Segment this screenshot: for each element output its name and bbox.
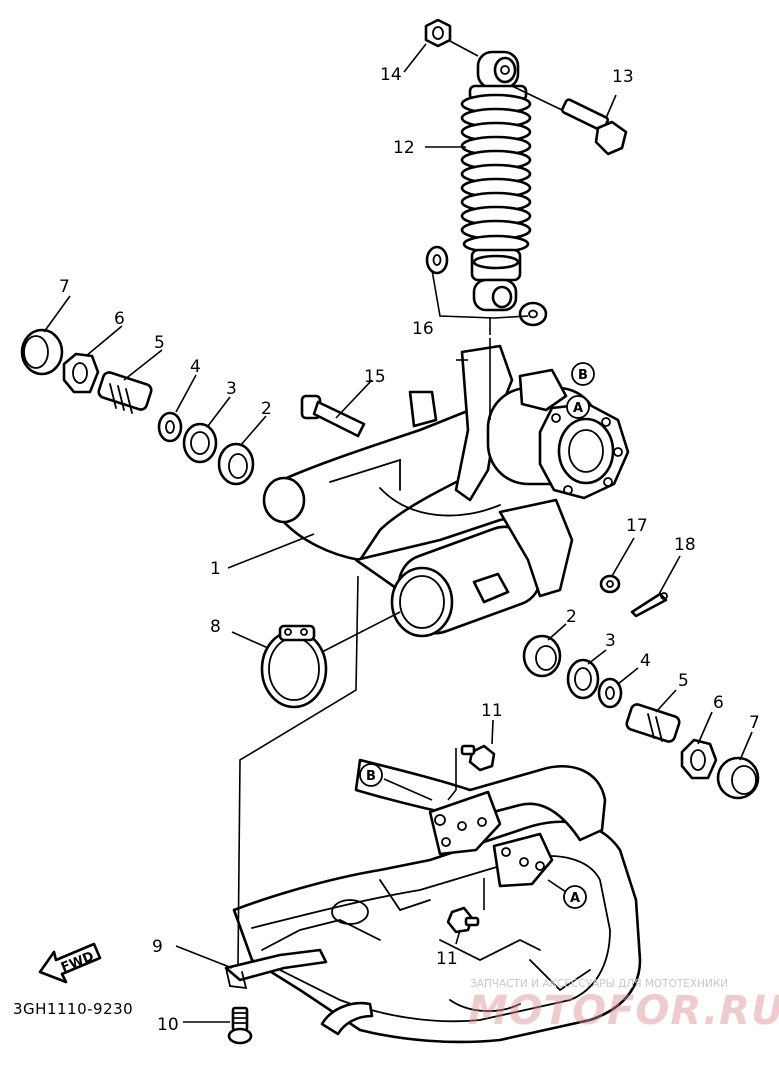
bolt-13: [560, 98, 628, 156]
ref-marker-b-upper: B: [571, 362, 595, 386]
callout-15: 15: [364, 367, 386, 387]
callout-4-right: 4: [640, 651, 651, 671]
washer-17: [599, 574, 621, 594]
nut-6-right: [680, 738, 718, 780]
rear-shock-absorber: [460, 50, 532, 312]
watermark-brand: MOTOFOR.RU: [468, 988, 779, 1034]
bolt-10: [227, 1006, 253, 1045]
callout-6-left: 6: [114, 309, 125, 329]
callout-12: 12: [393, 138, 415, 158]
ref-marker-b-lower: B: [359, 763, 383, 787]
bearing-2-left: [217, 442, 255, 486]
callout-7-left: 7: [59, 277, 70, 297]
callout-8: 8: [210, 617, 221, 637]
shock-spring: [460, 93, 532, 254]
cap-7-right: [716, 756, 760, 800]
ref-marker-a-upper: A: [566, 395, 590, 419]
callout-18: 18: [674, 535, 696, 555]
callout-2-left: 2: [261, 399, 272, 419]
callout-11-lower: 11: [436, 949, 458, 969]
cap-7-left: [20, 328, 64, 376]
oil-seal-3-left: [182, 422, 218, 464]
callout-labels: 7 6 5 4 3 2 1 8 15 12 14 13 16 17 18 2 3…: [59, 65, 760, 1035]
nut-14: [424, 18, 452, 48]
leader-lines: [43, 39, 753, 1023]
callout-3-right: 3: [605, 631, 616, 651]
washer-16-left: [425, 245, 449, 275]
svg-text:B: B: [578, 368, 588, 383]
washer-4-left: [157, 411, 183, 443]
callout-14: 14: [380, 65, 402, 85]
callout-7-right: 7: [749, 713, 760, 733]
nut-6-left: [62, 352, 100, 394]
fwd-arrow-icon: FWD: [38, 942, 102, 984]
pivot-shaft-5-left: [97, 371, 153, 414]
svg-text:A: A: [573, 401, 583, 416]
bolt-11-lower: [446, 906, 480, 934]
svg-text:B: B: [366, 769, 376, 784]
diagram-code: 3GH1110-9230: [13, 1000, 134, 1018]
cotter-pin-18: [630, 592, 668, 618]
washer-16-right: [518, 301, 548, 327]
callout-10: 10: [157, 1015, 179, 1035]
callout-11-upper: 11: [481, 701, 503, 721]
bolt-15: [300, 394, 366, 438]
callout-6-right: 6: [713, 693, 724, 713]
bolt-11-upper: [460, 744, 496, 772]
callout-3-left: 3: [226, 379, 237, 399]
callout-2-right: 2: [566, 607, 577, 627]
callout-5-right: 5: [678, 671, 689, 691]
clamp-band-8: [260, 624, 328, 709]
frame-guard: [224, 758, 642, 1044]
callout-17: 17: [626, 516, 648, 536]
callout-16: 16: [412, 319, 434, 339]
oil-seal-3-right: [566, 658, 600, 700]
bearing-2-right: [522, 634, 562, 678]
watermark-tagline: ЗАПЧАСТИ И АКСЕССУАРЫ ДЛЯ МОТОТЕХНИКИ: [470, 978, 729, 990]
rear-arm-1: [262, 390, 574, 638]
svg-text:A: A: [570, 891, 580, 906]
pivot-shaft-5-right: [625, 703, 681, 743]
callout-9: 9: [152, 937, 163, 957]
callout-4-left: 4: [190, 357, 201, 377]
callout-5-left: 5: [154, 333, 165, 353]
washer-4-right: [597, 677, 623, 709]
callout-13: 13: [612, 67, 634, 87]
ref-marker-a-lower: A: [563, 885, 587, 909]
callout-1: 1: [210, 559, 221, 579]
axle-hub: [454, 344, 630, 502]
